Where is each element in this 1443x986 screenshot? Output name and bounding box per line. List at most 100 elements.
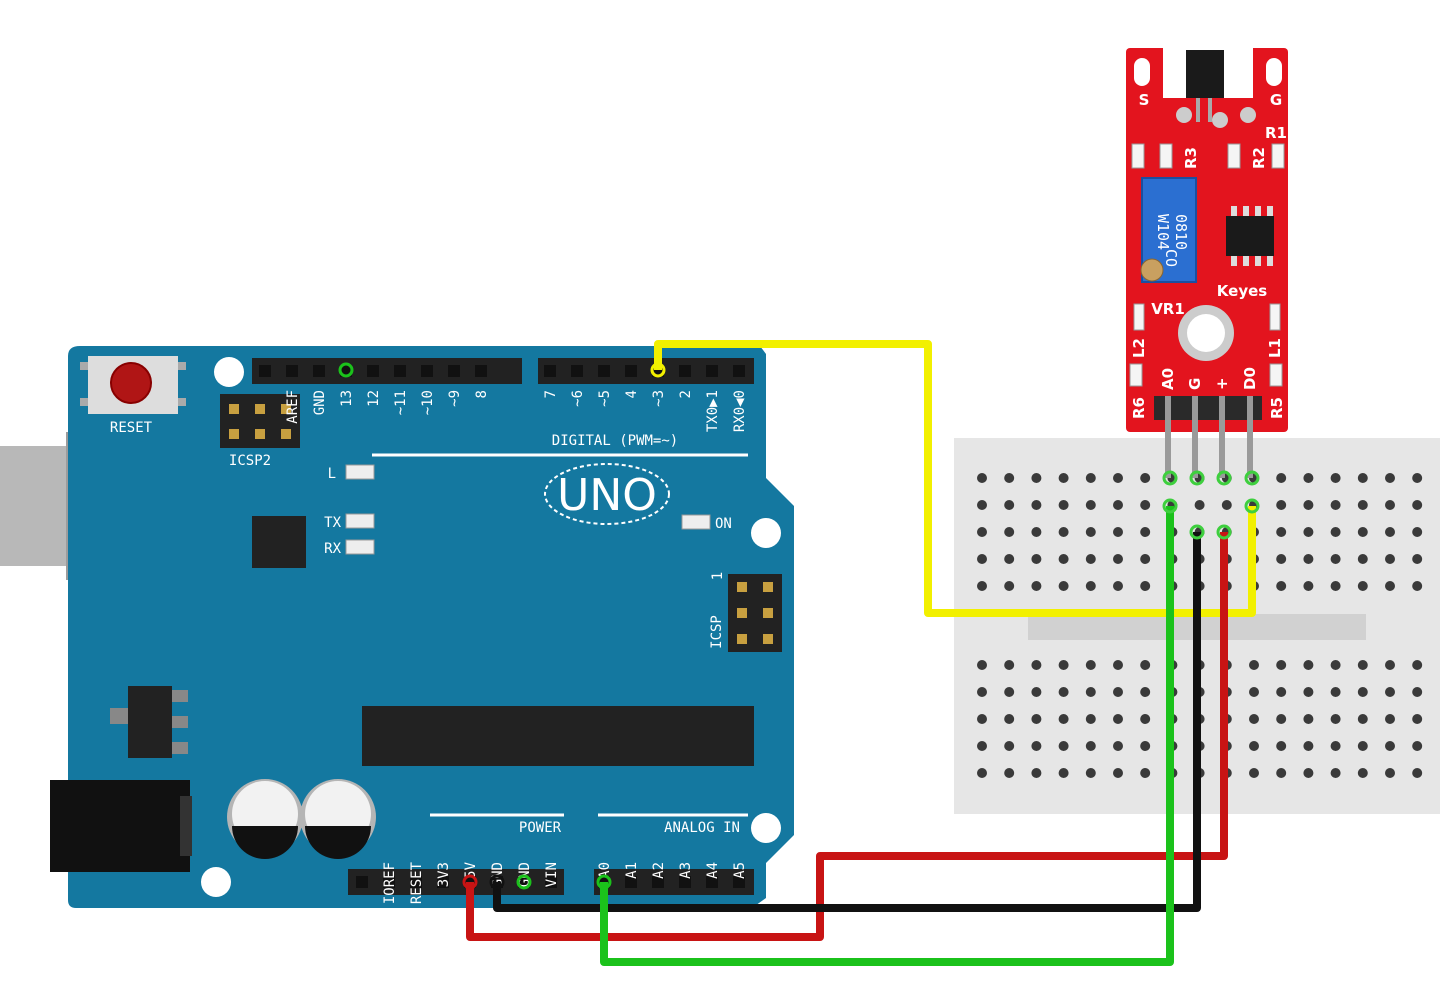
breadboard-hole[interactable] — [1140, 687, 1151, 697]
breadboard-hole[interactable] — [1085, 660, 1096, 670]
header-socket[interactable] — [544, 365, 556, 377]
breadboard-hole[interactable] — [1276, 500, 1287, 510]
breadboard-hole[interactable] — [1031, 473, 1042, 483]
breadboard-hole[interactable] — [1249, 714, 1259, 724]
breadboard-hole[interactable] — [1031, 554, 1042, 564]
breadboard-hole[interactable] — [1113, 768, 1123, 778]
breadboard-hole[interactable] — [1058, 500, 1069, 510]
breadboard-hole[interactable] — [1031, 660, 1042, 670]
breadboard-hole[interactable] — [1140, 660, 1151, 670]
breadboard-hole[interactable] — [977, 554, 987, 564]
header-socket[interactable] — [286, 365, 298, 377]
breadboard-hole[interactable] — [1004, 527, 1015, 537]
breadboard-hole[interactable] — [1058, 768, 1069, 778]
header-socket[interactable] — [598, 365, 610, 377]
breadboard-hole[interactable] — [977, 473, 987, 483]
breadboard-hole[interactable] — [1330, 473, 1341, 483]
breadboard-hole[interactable] — [1385, 687, 1395, 697]
breadboard-hole[interactable] — [1276, 527, 1287, 537]
breadboard-hole[interactable] — [1330, 660, 1341, 670]
breadboard-hole[interactable] — [1303, 687, 1314, 697]
breadboard-hole[interactable] — [1303, 741, 1314, 751]
breadboard-hole[interactable] — [1113, 714, 1123, 724]
breadboard-hole[interactable] — [1276, 741, 1287, 751]
header-socket[interactable] — [410, 876, 422, 888]
header-socket[interactable] — [437, 876, 449, 888]
header-socket[interactable] — [706, 365, 718, 377]
potentiometer[interactable]: W104 0810 CO — [1140, 177, 1197, 283]
header-socket[interactable] — [475, 365, 487, 377]
breadboard-hole[interactable] — [1004, 554, 1015, 564]
breadboard-hole[interactable] — [1412, 741, 1423, 751]
breadboard-hole[interactable] — [1412, 527, 1423, 537]
breadboard-hole[interactable] — [1031, 714, 1042, 724]
breadboard-hole[interactable] — [1031, 500, 1042, 510]
header-socket[interactable] — [356, 876, 368, 888]
breadboard-hole[interactable] — [1357, 741, 1368, 751]
header-socket[interactable] — [733, 876, 745, 888]
breadboard-hole[interactable] — [1058, 714, 1069, 724]
header-socket[interactable] — [394, 365, 406, 377]
breadboard-hole[interactable] — [1330, 500, 1341, 510]
breadboard-hole[interactable] — [1385, 581, 1395, 591]
breadboard-hole[interactable] — [1058, 660, 1069, 670]
header-socket[interactable] — [679, 876, 691, 888]
breadboard-hole[interactable] — [1031, 527, 1042, 537]
breadboard-hole[interactable] — [1085, 714, 1096, 724]
breadboard-hole[interactable] — [1385, 714, 1395, 724]
breadboard-hole[interactable] — [1113, 660, 1123, 670]
header-socket[interactable] — [652, 876, 664, 888]
header-socket[interactable] — [383, 876, 395, 888]
breadboard-hole[interactable] — [1004, 500, 1015, 510]
breadboard-hole[interactable] — [1357, 660, 1368, 670]
header-socket[interactable] — [625, 365, 637, 377]
breadboard-hole[interactable] — [1140, 581, 1151, 591]
breadboard-hole[interactable] — [1276, 473, 1287, 483]
breadboard-hole[interactable] — [977, 581, 987, 591]
breadboard-hole[interactable] — [1385, 527, 1395, 537]
breadboard-hole[interactable] — [1113, 741, 1123, 751]
breadboard-hole[interactable] — [1276, 660, 1287, 670]
breadboard-hole[interactable] — [1140, 500, 1151, 510]
breadboard-hole[interactable] — [1303, 500, 1314, 510]
header-socket[interactable] — [571, 365, 583, 377]
header-socket[interactable] — [367, 365, 379, 377]
breadboard-hole[interactable] — [1221, 500, 1232, 510]
breadboard-hole[interactable] — [1004, 768, 1015, 778]
breadboard-hole[interactable] — [1303, 581, 1314, 591]
breadboard-hole[interactable] — [1058, 554, 1069, 564]
breadboard-hole[interactable] — [1276, 554, 1287, 564]
breadboard-hole[interactable] — [1085, 687, 1096, 697]
breadboard-hole[interactable] — [1113, 581, 1123, 591]
breadboard-hole[interactable] — [1276, 714, 1287, 724]
header-socket[interactable] — [625, 876, 637, 888]
breadboard-hole[interactable] — [1385, 554, 1395, 564]
header-socket[interactable] — [706, 876, 718, 888]
breadboard-hole[interactable] — [1249, 687, 1259, 697]
breadboard-hole[interactable] — [1303, 527, 1314, 537]
breadboard-hole[interactable] — [1194, 500, 1205, 510]
breadboard-hole[interactable] — [1113, 687, 1123, 697]
breadboard-hole[interactable] — [1085, 527, 1096, 537]
breadboard-hole[interactable] — [977, 687, 987, 697]
breadboard-hole[interactable] — [1303, 660, 1314, 670]
breadboard-hole[interactable] — [1113, 473, 1123, 483]
breadboard-hole[interactable] — [977, 714, 987, 724]
breadboard-hole[interactable] — [1140, 714, 1151, 724]
breadboard-hole[interactable] — [1330, 687, 1341, 697]
breadboard-hole[interactable] — [1031, 687, 1042, 697]
breadboard-hole[interactable] — [1385, 768, 1395, 778]
breadboard-hole[interactable] — [977, 768, 987, 778]
breadboard-hole[interactable] — [1412, 473, 1423, 483]
breadboard-hole[interactable] — [1303, 714, 1314, 724]
breadboard-hole[interactable] — [1385, 473, 1395, 483]
breadboard-hole[interactable] — [1031, 581, 1042, 591]
breadboard-hole[interactable] — [1412, 768, 1423, 778]
breadboard-hole[interactable] — [1058, 581, 1069, 591]
breadboard-hole[interactable] — [1357, 768, 1368, 778]
header-socket[interactable] — [518, 876, 530, 888]
breadboard-hole[interactable] — [1113, 500, 1123, 510]
breadboard-hole[interactable] — [1330, 741, 1341, 751]
breadboard-hole[interactable] — [1357, 500, 1368, 510]
breadboard-hole[interactable] — [1385, 660, 1395, 670]
